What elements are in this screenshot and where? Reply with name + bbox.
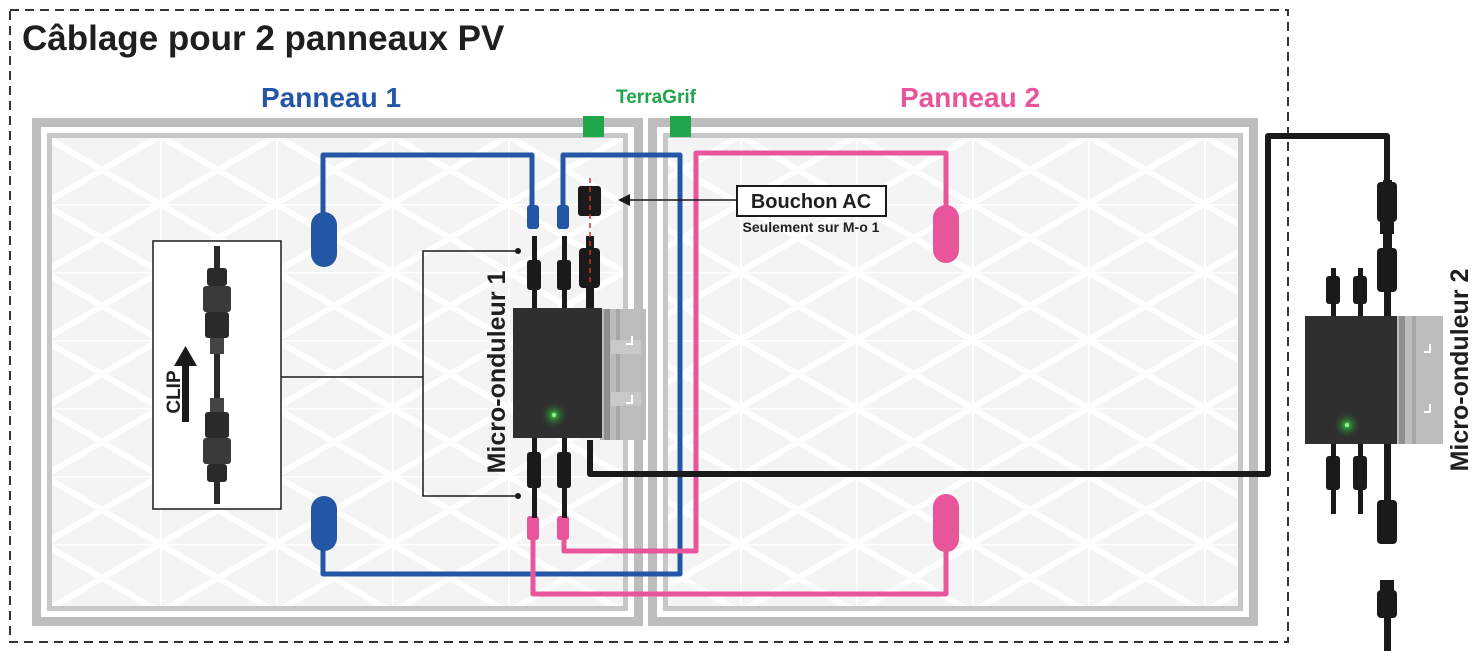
clip-detail: CLIP xyxy=(152,240,282,510)
micro-inverter-2 xyxy=(1305,268,1443,514)
page-title: Câblage pour 2 panneaux PV xyxy=(22,19,505,58)
panel-1-label: Panneau 1 xyxy=(261,82,401,113)
callout-dot xyxy=(515,493,521,499)
clip-label: CLIP xyxy=(164,370,185,414)
mc4-connector-icon xyxy=(527,205,569,229)
panel-1-wires xyxy=(320,152,683,577)
terragrif-clip-2 xyxy=(670,116,691,137)
panel-1-junction-bottom xyxy=(311,496,337,551)
ac-connector-chain xyxy=(1377,180,1397,651)
ac-trunk-cable xyxy=(587,133,1390,477)
ac-cap-label: Bouchon AC xyxy=(751,191,871,213)
callout-dot xyxy=(515,248,521,254)
inverter-1-label: Micro-onduleur 1 xyxy=(483,271,511,474)
arrow-up-icon xyxy=(182,362,189,422)
ac-cap-label-box xyxy=(736,185,887,217)
panel-2-junction-top xyxy=(933,205,959,263)
terragrif-clip-1 xyxy=(583,116,604,137)
ac-cap-icon xyxy=(578,178,601,284)
panel-1-junction-top xyxy=(311,212,337,267)
mc4-connector-icon xyxy=(527,516,569,540)
ac-cap-note: Seulement sur M-o 1 xyxy=(743,219,880,235)
terragrif-label: TerraGrif xyxy=(616,87,697,108)
diagram-border xyxy=(9,9,1289,643)
inverter-2-label: Micro-onduleur 2 xyxy=(1446,269,1474,472)
clip-callout xyxy=(258,250,517,497)
panel-2-wires xyxy=(530,150,949,597)
micro-inverter-1 xyxy=(513,236,646,518)
panel-2-junction-bottom xyxy=(933,494,959,552)
panel-2-label: Panneau 2 xyxy=(900,82,1040,113)
